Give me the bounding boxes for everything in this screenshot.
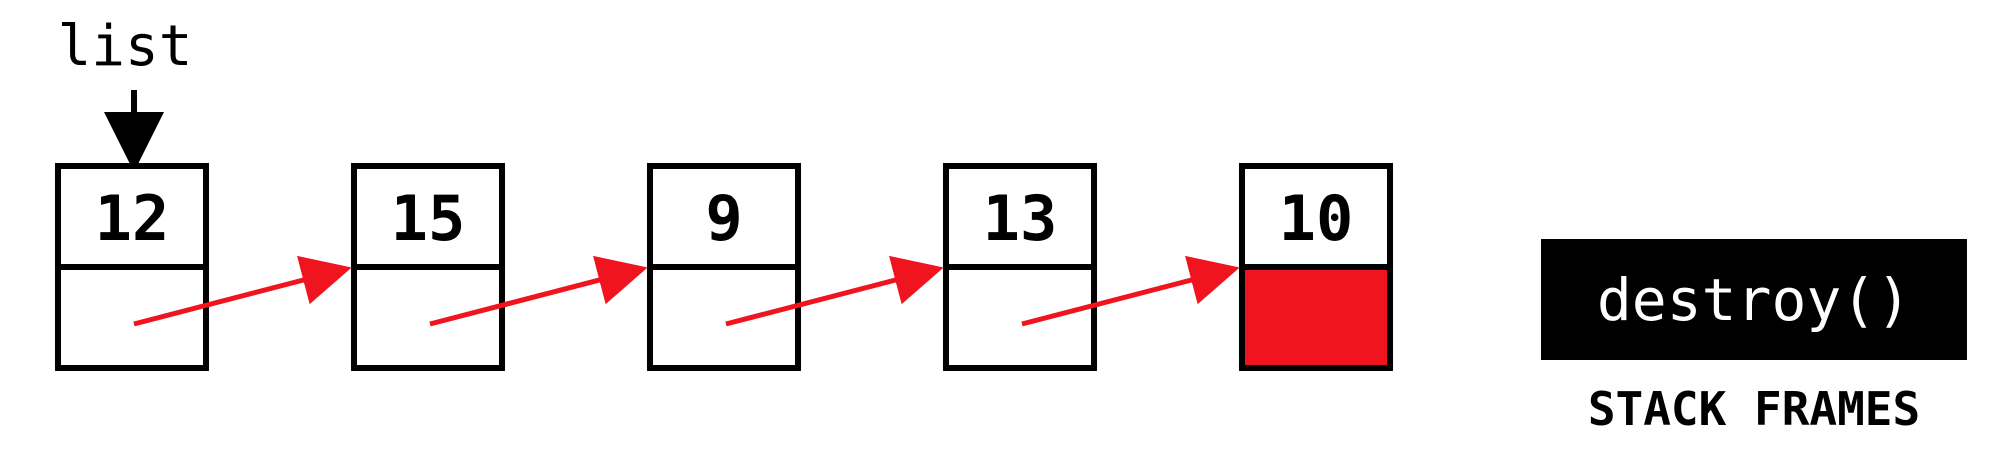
node-value: 10: [1279, 182, 1354, 255]
list-node: 12: [55, 163, 209, 371]
list-node: 9: [647, 163, 801, 371]
list-node: 15: [351, 163, 505, 371]
node-next-cell: [351, 264, 505, 371]
node-next-cell: [943, 264, 1097, 371]
stack-frame-box: [1541, 239, 1967, 360]
next-pointer-arrow: [1021, 255, 1240, 327]
node-next-cell: [55, 264, 209, 371]
next-pointer-arrow: [725, 255, 944, 327]
nodes-layer: 12 15 9 13 10: [55, 163, 1393, 371]
list-pointer-label: list: [58, 14, 193, 79]
node-next-cell-highlighted: [1239, 264, 1393, 371]
node-data-cell: [1239, 163, 1393, 270]
stack-frame: destroy(): [1541, 239, 1967, 360]
next-pointer-arrow: [429, 255, 648, 327]
list-node: 13: [943, 163, 1097, 371]
node-value: 12: [95, 182, 170, 255]
node-data-cell: [351, 163, 505, 270]
list-node: 10: [1239, 163, 1393, 371]
stack-frames-caption: STACK FRAMES: [1588, 382, 1920, 436]
node-value: 15: [391, 182, 466, 255]
node-value: 13: [983, 182, 1058, 255]
stack-frame-label: destroy(): [1597, 266, 1911, 334]
node-value: 9: [705, 182, 742, 255]
next-pointer-arrows: [133, 255, 1240, 327]
node-next-cell: [647, 264, 801, 371]
next-pointer-arrow: [133, 255, 352, 327]
